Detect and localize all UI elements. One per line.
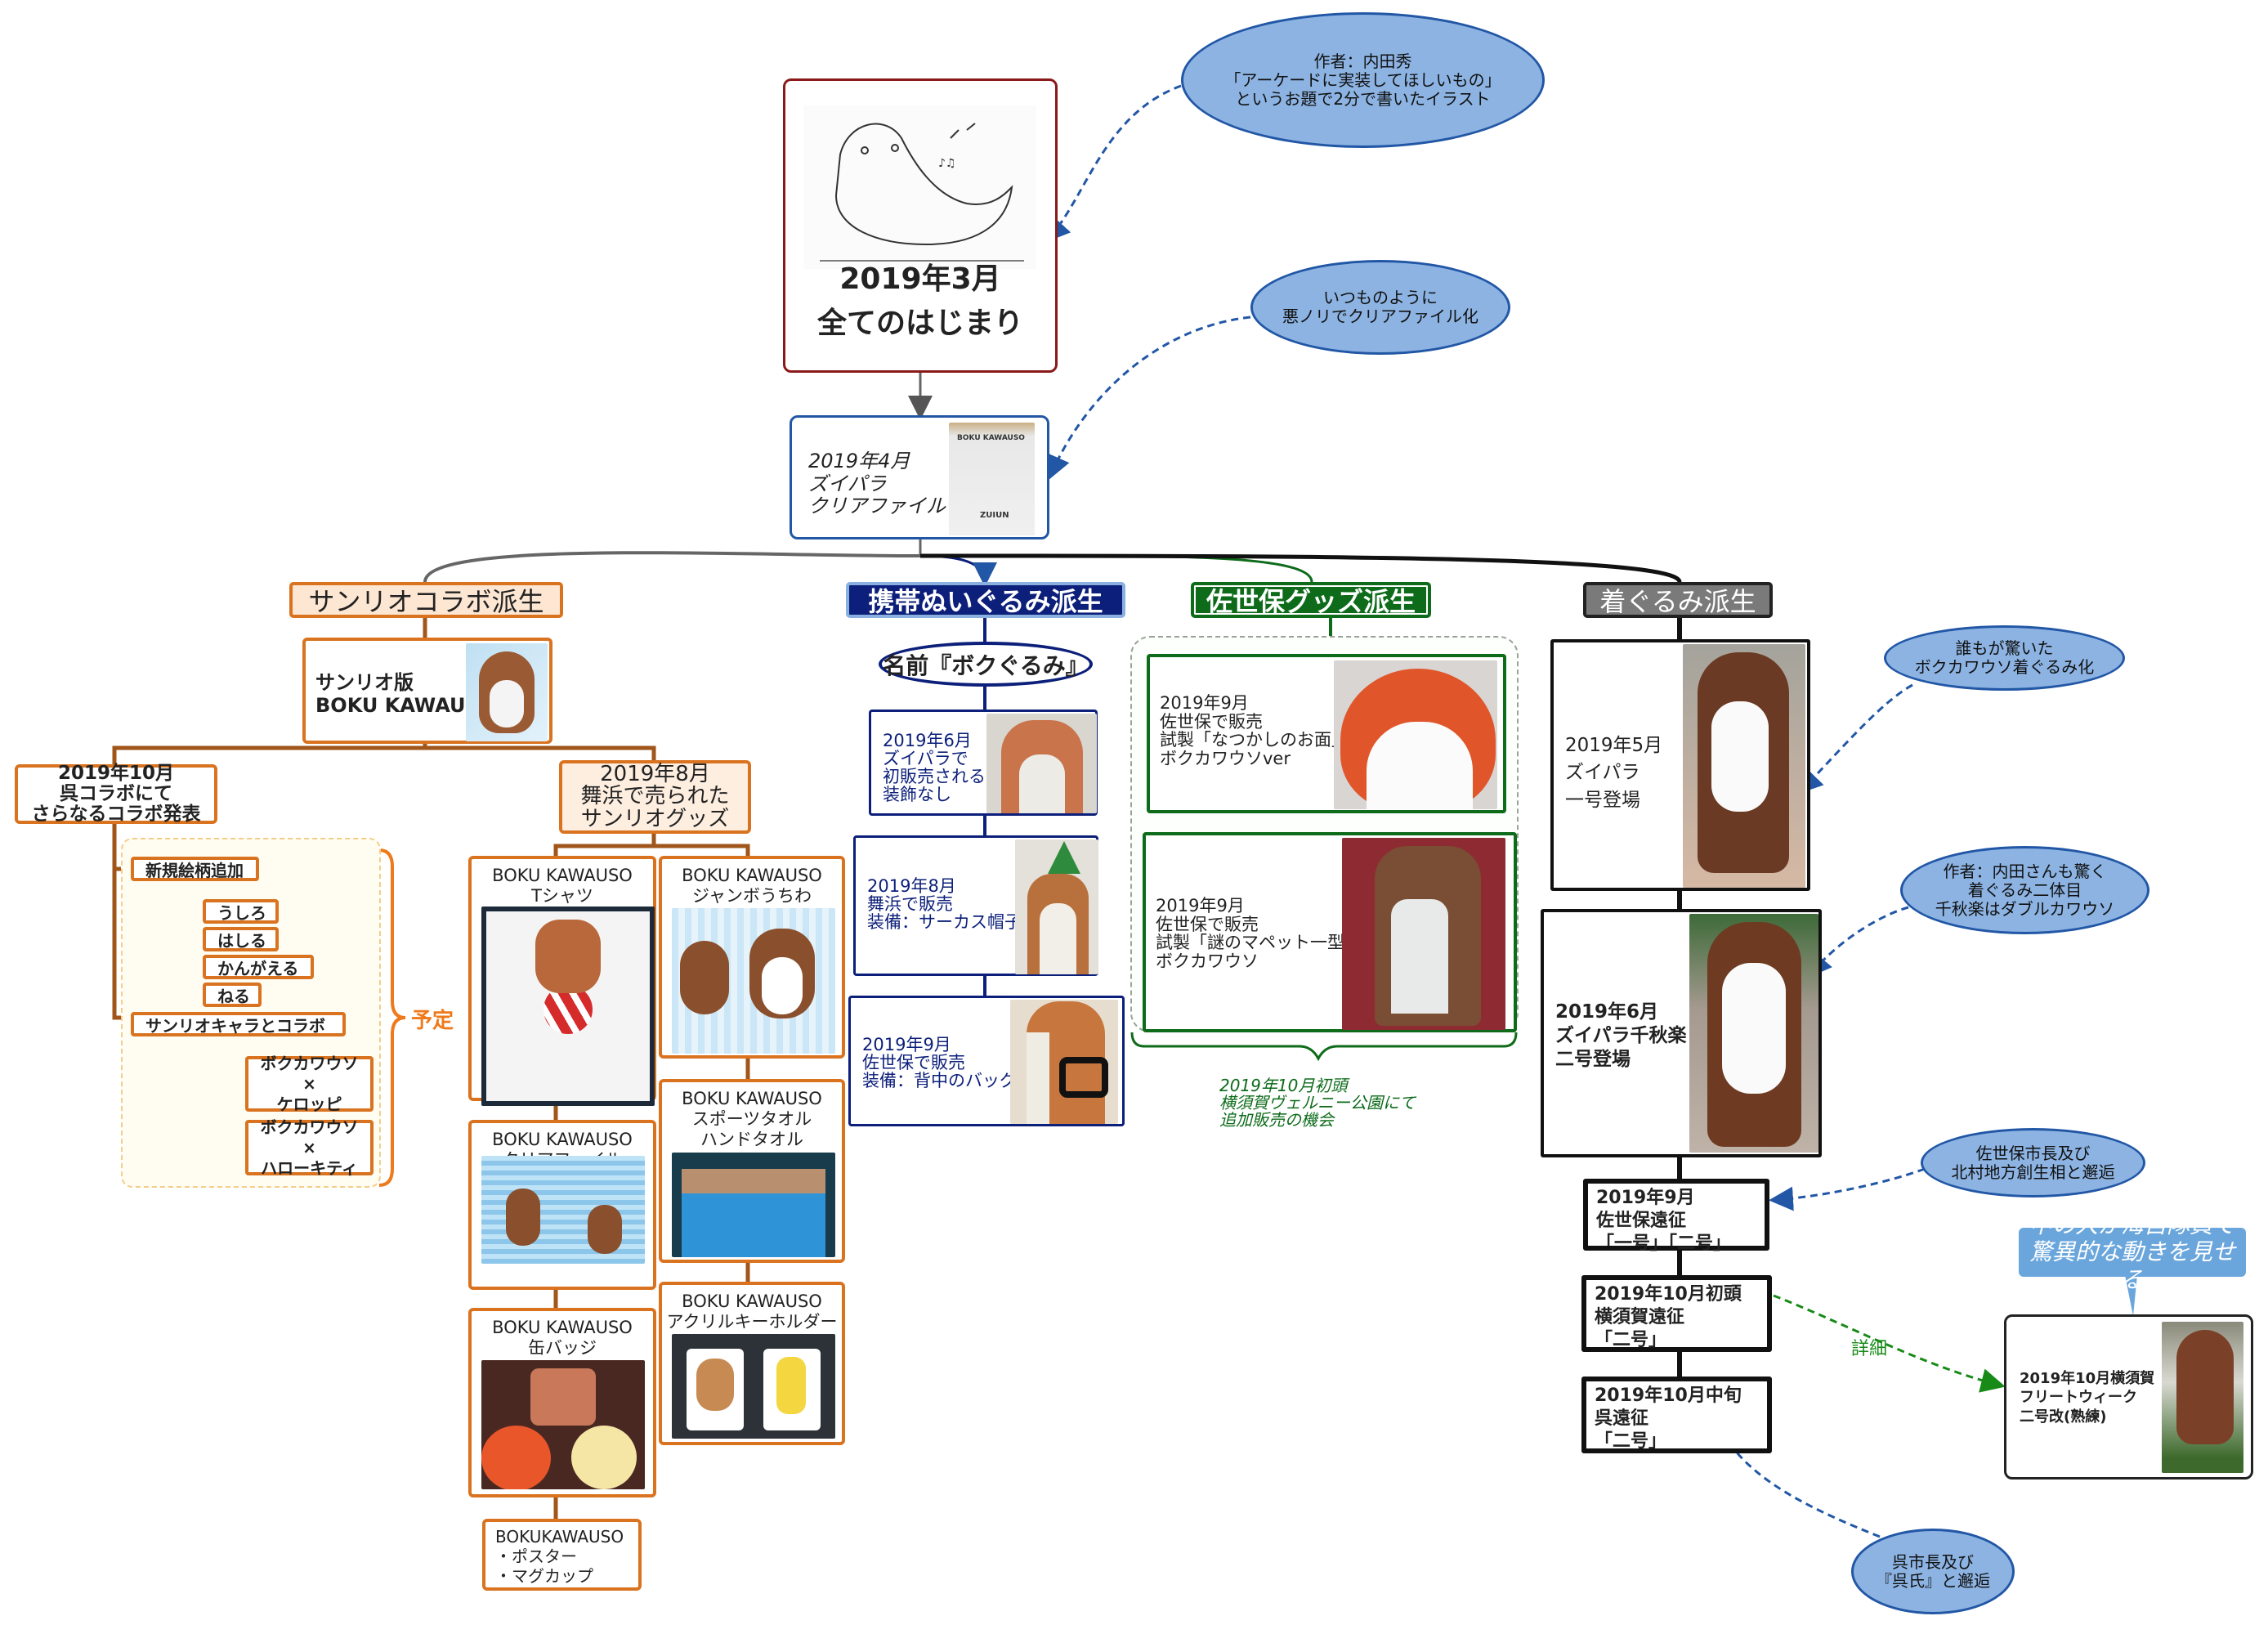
plush-photo — [1015, 839, 1098, 974]
bubble-suit-surprise: 誰もが驚いた ボクカワウソ着ぐるみ化 — [1884, 625, 2125, 691]
plush-item-august[interactable]: 2019年8月 舞浜で販売 装備：サーカス帽子 — [853, 835, 1098, 976]
new-designs-node[interactable]: 新規絵柄追加 — [131, 857, 259, 881]
suit-item-yokosuka[interactable]: 2019年10月初頭 横須賀遠征 「二号」 — [1581, 1275, 1772, 1352]
bubble-text: 呉市長及び 『呉氏』と邂逅 — [1876, 1551, 1990, 1591]
otter-sketch-image: ♪♫ — [803, 105, 1036, 269]
branch-header-sanrio[interactable]: サンリオコラボ派生 — [289, 582, 563, 618]
design-item[interactable]: ねる — [203, 983, 262, 1007]
bubble-text: 作者：内田さんも驚く 着ぐるみ二体目 千秋楽はダブルカワウソ — [1935, 861, 2115, 919]
bubble-text: 誰もが驚いた ボクカワウソ着ぐるみ化 — [1914, 638, 2095, 677]
svg-text:♪♫: ♪♫ — [938, 157, 956, 170]
plush-item-june[interactable]: 2019年6月 ズイパラで 初販売される 装飾なし — [869, 710, 1098, 816]
suit-item-kure[interactable]: 2019年10月中旬 呉遠征 「二号」 — [1581, 1377, 1772, 1453]
goods-item-title: BOKU KAWAUSO Tシャツ — [492, 866, 633, 907]
maihama-goods-label: 2019年8月 舞浜で売られた サンリオグッズ — [580, 762, 730, 831]
bubble-text: いつものように 悪ノリでクリアファイル化 — [1282, 288, 1478, 326]
maihama-goods-node[interactable]: 2019年8月 舞浜で売られた サンリオグッズ — [559, 760, 751, 834]
fleet-week-label: 2019年10月横須賀 フリートウィーク 二号改(熟練) — [2020, 1370, 2155, 1426]
sasebo-item-label: 2019年9月 佐世保で販売 試製「なつかしのお面」 ボクカワウソver — [1160, 693, 1349, 769]
clearfile-label: 2019年4月 ズイパラ クリアファイル化 — [808, 450, 965, 518]
suit-photo — [1683, 644, 1805, 888]
goods-item-tshirt[interactable]: BOKU KAWAUSO Tシャツ — [468, 856, 656, 1106]
root-node[interactable]: ♪♫ 2019年3月 全てのはじまり — [783, 78, 1058, 373]
suit-photo — [1689, 914, 1818, 1153]
bubble-text: 作者：内田秀 「アーケードに実装してほしいもの」 というお題で2分で書いたイラス… — [1224, 51, 1501, 109]
goods-item-title: BOKUKAWAUSO ・ポスター ・マグカップ — [495, 1527, 624, 1586]
collab-item-keroppi[interactable]: ボクカワウソ × ケロッピ — [245, 1054, 374, 1114]
suit-item-label: 2019年6月 ズイパラ千秋楽 二号登場 — [1555, 1001, 1687, 1070]
suit-item-label: 2019年10月中旬 呉遠征 「二号」 — [1595, 1386, 1742, 1453]
puppet-photo — [1342, 838, 1505, 1030]
clearfile-photo: BOKU KAWAUSO ZUIUN — [949, 423, 1035, 535]
branch-header-plush[interactable]: 携帯ぬいぐるみ派生 — [846, 582, 1125, 618]
bubble-second-suit: 作者：内田さんも驚く 着ぐるみ二体目 千秋楽はダブルカワウソ — [1900, 846, 2149, 934]
can-badge-photo — [481, 1360, 645, 1489]
clearfile-node[interactable]: 2019年4月 ズイパラ クリアファイル化 BOKU KAWAUSO ZUIUN — [790, 415, 1049, 539]
bubble-author-note: 作者：内田秀 「アーケードに実装してほしいもの」 というお題で2分で書いたイラス… — [1181, 12, 1545, 148]
suit-item-may[interactable]: 2019年5月 ズイパラ 一号登場 — [1550, 639, 1810, 891]
design-item[interactable]: うしろ — [203, 899, 279, 924]
fleet-week-photo — [2162, 1322, 2243, 1473]
acrylic-keyholder-photo — [672, 1334, 835, 1439]
plush-photo — [1010, 1000, 1118, 1124]
planned-tag: 予定 — [411, 1009, 454, 1033]
sanrio-version-node[interactable]: サンリオ版 BOKU KAWAUSO — [302, 638, 552, 744]
kure-collab-label: 2019年10月 呉コラボにて さらなるコラボ発表 — [31, 762, 201, 826]
collab-item-hellokitty[interactable]: ボクカワウソ × ハローキティ — [245, 1117, 374, 1178]
jumbo-fan-photo — [672, 908, 835, 1054]
branch-header-suit[interactable]: 着ぐるみ派生 — [1583, 582, 1773, 618]
goods-item-title: BOKU KAWAUSO アクリルキーホルダー — [666, 1291, 838, 1332]
bubble-kure-meet: 呉市長及び 『呉氏』と邂逅 — [1851, 1529, 2015, 1614]
detail-link-label[interactable]: 詳細 — [1851, 1339, 1888, 1359]
tshirt-photo — [481, 907, 655, 1106]
callout-navy-member: 中の人が海自隊員で 驚異的な動きを見せる — [2019, 1211, 2246, 1293]
design-item[interactable]: かんがえる — [203, 955, 314, 979]
goods-item-clearfile[interactable]: BOKU KAWAUSO クリアファイル — [468, 1120, 656, 1290]
suit-item-sasebo[interactable]: 2019年9月 佐世保遠征 「一号」「二号」 — [1583, 1179, 1769, 1254]
chara-collab-node[interactable]: サンリオキャラとコラボ — [131, 1012, 346, 1036]
sasebo-item-label: 2019年9月 佐世保で販売 試製「謎のマペット一型」 ボクカワウソ — [1156, 896, 1362, 972]
goods-item-title: BOKU KAWAUSO スポーツタオル ハンドタオル — [682, 1089, 822, 1150]
plush-name-node[interactable]: 名前『ボクぐるみ』 — [879, 642, 1093, 687]
mask-photo — [1334, 660, 1497, 809]
goods-item-towel[interactable]: BOKU KAWAUSO スポーツタオル ハンドタオル — [659, 1079, 845, 1263]
suit-item-label: 2019年5月 ズイパラ 一号登場 — [1565, 735, 1663, 811]
suit-item-june[interactable]: 2019年6月 ズイパラ千秋楽 二号登場 — [1541, 909, 1822, 1157]
plush-name-label: 名前『ボクぐるみ』 — [883, 651, 1089, 679]
goods-item-jumbo-fan[interactable]: BOKU KAWAUSO ジャンボうちわ — [659, 856, 845, 1059]
clearfile-goods-photo — [481, 1156, 645, 1264]
sasebo-additional-sale-note: 2019年10月初頭 横須賀ヴェルニー公園にて 追加販売の機会 — [1219, 1076, 1416, 1130]
branch-header-sasebo[interactable]: 佐世保グッズ派生 — [1191, 582, 1431, 618]
goods-item-poster-mug[interactable]: BOKUKAWAUSO ・ポスター ・マグカップ — [482, 1519, 642, 1591]
plush-item-september[interactable]: 2019年9月 佐世保で販売 装備：背中のバッグ — [848, 996, 1125, 1126]
plush-photo — [986, 714, 1097, 813]
goods-item-can-badge[interactable]: BOKU KAWAUSO 缶バッジ — [468, 1308, 656, 1497]
suit-item-label: 2019年10月初頭 横須賀遠征 「二号」 — [1595, 1284, 1742, 1351]
kure-collab-node[interactable]: 2019年10月 呉コラボにて さらなるコラボ発表 — [15, 762, 217, 826]
plush-item-label: 2019年6月 ズイパラで 初販売される 装飾なし — [883, 731, 986, 805]
plush-item-label: 2019年9月 佐世保で販売 装備：背中のバッグ — [862, 1035, 1017, 1091]
towel-photo — [672, 1153, 835, 1257]
fleet-week-detail-node[interactable]: 2019年10月横須賀 フリートウィーク 二号改(熟練) — [2004, 1314, 2253, 1480]
sanrio-otter-image — [466, 643, 548, 741]
suit-item-label: 2019年9月 佐世保遠征 「一号」「二号」 — [1596, 1188, 1732, 1255]
design-item[interactable]: はしる — [203, 927, 279, 951]
goods-item-title: BOKU KAWAUSO ジャンボうちわ — [682, 866, 822, 907]
sasebo-item-puppet[interactable]: 2019年9月 佐世保で販売 試製「謎のマペット一型」 ボクカワウソ — [1143, 832, 1517, 1032]
bubble-clearfile-note: いつものように 悪ノリでクリアファイル化 — [1250, 260, 1510, 355]
goods-item-title: BOKU KAWAUSO 缶バッジ — [492, 1318, 633, 1359]
root-title: 2019年3月 全てのはじまり — [816, 262, 1023, 340]
goods-item-acrylic-keyholder[interactable]: BOKU KAWAUSO アクリルキーホルダー — [659, 1282, 845, 1445]
bubble-sasebo-meet: 佐世保市長及び 北村地方創生相と邂逅 — [1921, 1128, 2145, 1197]
plush-item-label: 2019年8月 舞浜で販売 装備：サーカス帽子 — [867, 876, 1022, 933]
bubble-text: 佐世保市長及び 北村地方創生相と邂逅 — [1951, 1143, 2115, 1182]
sasebo-item-mask[interactable]: 2019年9月 佐世保で販売 試製「なつかしのお面」 ボクカワウソver — [1147, 654, 1506, 813]
